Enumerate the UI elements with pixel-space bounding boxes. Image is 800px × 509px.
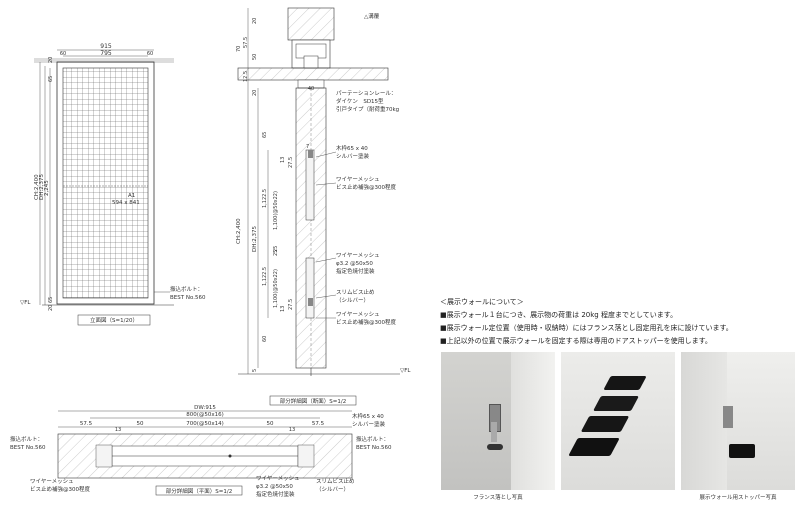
sec-rail-label-2: ダイケン SD15型 (336, 97, 384, 105)
notes-heading: ＜展示ウォールについて＞ (440, 298, 524, 306)
sec-mesh3-label-2: ビス止め補強@300程度 (336, 318, 396, 326)
plan-dim-dw: DW:915 (194, 405, 216, 411)
section-drawing (237, 7, 400, 406)
sec-mesh1-label-1: ワイヤーメッシュ (336, 176, 380, 183)
sec-mesh1-label-2: ビス止め補強@300程度 (336, 183, 396, 191)
sec-dim-5: 5 (252, 369, 258, 372)
elev-dim-60l: 60 (60, 51, 66, 57)
elev-dim-dh: DH:2,375 (39, 174, 45, 200)
plan-dim-50l: 50 (137, 421, 144, 427)
elev-bolt-label: 振込ボルト： (170, 285, 203, 293)
sec-fl: ▽FL (400, 368, 411, 374)
sec-wood-label-2: シルバー塗装 (336, 152, 370, 160)
plan-bolt-right-2: BEST No.560 (356, 445, 392, 451)
elev-title: 立面図（S=1/20） (90, 316, 138, 324)
photo-stopper-installed (681, 352, 795, 490)
plan-bolt-left-1: 振込ボルト： (10, 435, 43, 443)
elev-dim-65-top: 65 (48, 76, 54, 82)
plan-screw-1: スリムビス止め (316, 477, 355, 485)
elev-fl: ▽FL (20, 300, 31, 306)
sec-dim-1100a: 1,100(@50x22) (273, 191, 279, 230)
sec-dim-20a: 20 (252, 18, 258, 24)
photo-stoppers (561, 352, 675, 490)
plan-dim-13r: 13 (289, 427, 295, 433)
section-ceiling: △溝覆 (364, 12, 380, 20)
plan-mesh-mid-1: ワイヤーメッシュ (256, 475, 300, 482)
sec-dim-575: 57.5 (243, 37, 249, 48)
sec-dim-25a: 25 (273, 246, 279, 252)
plan-dim-800: 800(@50x16) (186, 412, 224, 418)
elev-dim-ch: CH:2,400 (34, 174, 40, 200)
photo-flush-bolt (441, 352, 555, 490)
sec-dim-20b: 20 (252, 90, 258, 96)
plan-mesh-left-1: ワイヤーメッシュ (30, 478, 74, 485)
caption-stopper: 展示ウォール用ストッパー写真 (699, 495, 777, 501)
plan-title: 部分詳細図（平面）S=1/2 (166, 487, 232, 495)
elev-bolt-model: BEST No.560 (170, 295, 206, 301)
notes-item-2: ■展示ウォール定位置（使用時・収納時）にはフランス落とし固定用孔を床に設けていま… (440, 324, 733, 332)
elev-dim-20-top: 20 (48, 57, 54, 63)
sec-mesh2-label-2: φ3.2 @50x50 (336, 261, 373, 267)
sec-dim-60: 60 (262, 336, 268, 342)
plan-mesh-mid-3: 指定色焼付塗装 (256, 490, 295, 498)
sec-screw-label-1: スリムビス止め (336, 288, 375, 296)
notes-item-1: ■展示ウォール１台につき、展示物の荷重は 20kg 程度までとしています。 (440, 311, 678, 319)
plan-wood-label-1: 木枠65 x 40 (352, 412, 384, 420)
sec-dim-275b: 27.5 (288, 299, 294, 310)
sec-dim-25b: 25 (273, 250, 279, 256)
sec-dim-125: 12.5 (243, 71, 249, 82)
sec-dim-7: 7 (306, 144, 309, 150)
sec-rail-label-1: パーテーションレール： (336, 90, 396, 97)
sec-dim-13a: 13 (280, 157, 286, 163)
sec-dim-275a: 27.5 (288, 157, 294, 168)
sec-screw-label-2: （シルバー） (336, 297, 369, 304)
sec-dim-dh: DH:2,375 (252, 226, 258, 252)
sec-rail-label-3: 引戸タイプ（耐荷重70kg (336, 105, 399, 113)
sec-dim-40: 40 (308, 86, 314, 92)
elev-dim-2245: 2,245 (44, 180, 50, 196)
sec-dim-1100b: 1,100(@50x22) (273, 269, 279, 308)
sec-dim-ch: CH:2,400 (236, 218, 242, 244)
plan-dim-50r: 50 (267, 421, 274, 427)
plan-wood-label-2: シルバー塗装 (352, 420, 386, 428)
sec-mesh2-label-3: 指定色焼付塗装 (336, 267, 375, 275)
sec-wood-label-1: 木枠65 x 40 (336, 144, 368, 152)
elev-panel-label: A1 (128, 193, 135, 199)
plan-dim-13l: 13 (115, 427, 121, 433)
notes-block: ＜展示ウォールについて＞ ■展示ウォール１台につき、展示物の荷重は 20kg 程… (440, 296, 790, 348)
plan-bolt-right-1: 振込ボルト： (356, 435, 389, 443)
elev-dim-795: 795 (100, 50, 112, 57)
sec-mesh3-label-1: ワイヤーメッシュ (336, 311, 380, 318)
sec-mesh2-label-1: ワイヤーメッシュ (336, 252, 380, 259)
elev-dim-915: 915 (100, 43, 112, 50)
plan-drawing (57, 410, 353, 496)
notes-item-3: ■上記以外の位置で展示ウォールを固定する際は専用のドアストッパーを使用します。 (440, 337, 712, 345)
sec-dim-50: 50 (252, 54, 258, 60)
plan-dim-575l: 57.5 (80, 421, 93, 427)
elev-dim-20-bottom: 20 (48, 305, 54, 311)
plan-dim-700: 700(@50x14) (186, 421, 224, 427)
elev-dim-60r: 60 (147, 51, 153, 57)
plan-mesh-mid-2: φ3.2 @50x50 (256, 484, 293, 490)
sec-dim-70: 70 (236, 46, 242, 52)
plan-bolt-left-2: BEST No.560 (10, 445, 46, 451)
plan-dim-575r: 57.5 (312, 421, 325, 427)
plan-mesh-left-2: ビス止め補強@300程度 (30, 485, 90, 493)
caption-flush-bolt: フランス落とし写真 (473, 495, 523, 501)
sec-dim-11225a: 1,122.5 (262, 189, 268, 208)
plan-screw-2: （シルバー） (316, 486, 349, 493)
elev-panel-size: 594 x 841 (112, 200, 140, 206)
sec-dim-13b: 13 (280, 306, 286, 312)
sec-dim-65: 65 (262, 132, 268, 138)
sec-title: 部分詳細図（断面）S=1/2 (280, 397, 346, 405)
elev-dim-65-bottom: 65 (48, 297, 54, 303)
elevation-drawing (34, 49, 174, 326)
sec-dim-11225b: 1,122.5 (262, 267, 268, 286)
